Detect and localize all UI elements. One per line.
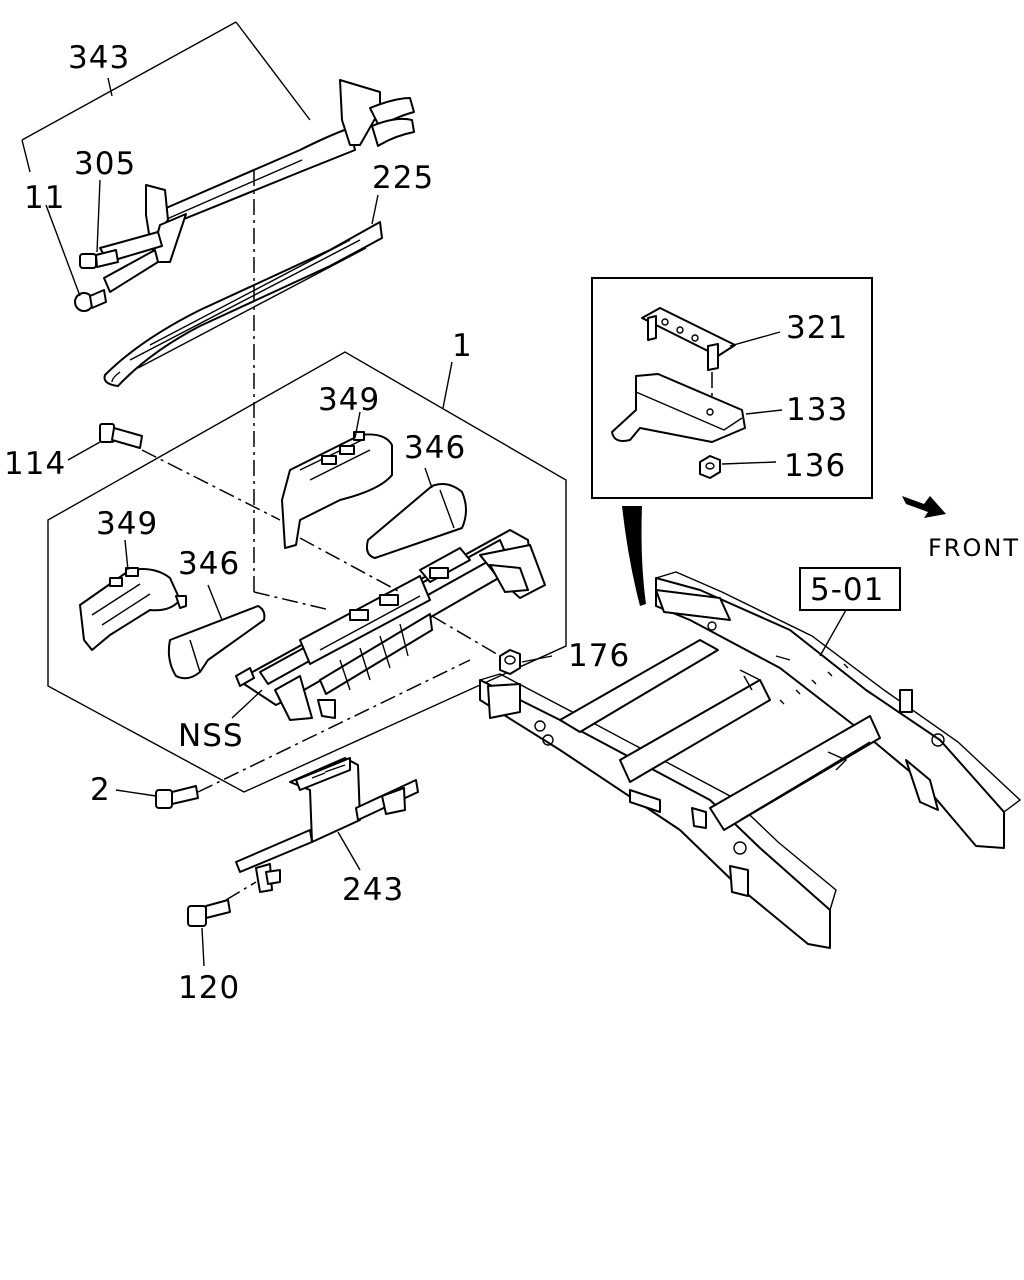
reference-label-5-01: 5-01 (810, 572, 884, 608)
bracket-243 (235, 757, 419, 893)
callout-2: 2 (90, 772, 111, 808)
nut-176 (499, 649, 521, 675)
reference-box-5-01 (799, 567, 901, 611)
callout-321: 321 (786, 310, 848, 346)
cover-349-lower (79, 567, 187, 651)
cover-349-upper (281, 431, 393, 549)
vehicle-frame (479, 571, 1022, 949)
bolt-11 (74, 289, 107, 312)
callout-343: 343 (68, 40, 130, 76)
callout-11: 11 (24, 180, 65, 216)
callout-114: 114 (4, 446, 66, 482)
callout-346-lower: 346 (178, 546, 240, 582)
callout-nss: NSS (178, 718, 244, 754)
group-outline-1 (47, 351, 567, 793)
plate-321 (641, 307, 736, 371)
pad-346-upper (365, 483, 467, 559)
pad-346-lower (167, 605, 266, 680)
callout-136: 136 (784, 448, 846, 484)
detail-inset-box (591, 277, 873, 499)
bracket-133 (611, 373, 746, 443)
callout-bracket-343 (21, 21, 311, 173)
bolt-114 (99, 423, 143, 449)
bolt-2 (155, 785, 199, 809)
callout-243: 243 (342, 872, 404, 908)
callout-349-lower: 349 (96, 506, 158, 542)
arrow-down-right-icon (902, 496, 946, 518)
bolt-120 (187, 899, 231, 927)
bolt-305 (79, 249, 119, 269)
side-step-bar-assembly (99, 79, 415, 293)
callout-349-upper: 349 (318, 382, 380, 418)
nut-136 (699, 455, 721, 479)
callout-225: 225 (372, 160, 434, 196)
callout-176: 176 (568, 638, 630, 674)
callout-120: 120 (178, 970, 240, 1006)
crossmember-bracket (235, 529, 546, 721)
front-direction-label: FRONT (928, 534, 1020, 562)
step-pad-225 (103, 221, 383, 387)
callout-1: 1 (452, 328, 473, 364)
inset-pointer (622, 506, 646, 606)
callout-133: 133 (786, 392, 848, 428)
callout-346-upper: 346 (404, 430, 466, 466)
callout-305: 305 (74, 146, 136, 182)
